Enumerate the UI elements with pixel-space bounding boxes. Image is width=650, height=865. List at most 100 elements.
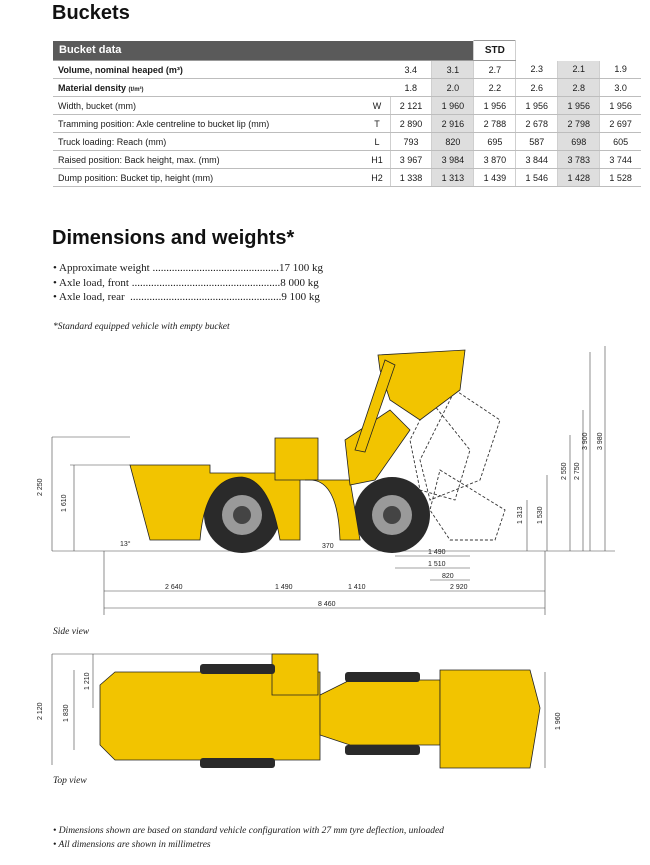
row-symbol: T [364,114,391,133]
front-wheel-icon [354,477,430,553]
cell-value: 2.2 [473,78,517,97]
svg-text:1 490: 1 490 [428,549,446,556]
bucket-data-table: Bucket data STD Volume, nominal heaped (… [53,40,641,187]
svg-text:820: 820 [442,573,454,580]
cell-value: 695 [473,132,517,151]
svg-text:1 210: 1 210 [84,672,91,690]
top-view-dimensions: 2 120 1 830 1 210 1 960 [37,672,562,730]
cell-value: 2 890 [390,114,433,133]
cell-value: 1 956 [515,96,559,115]
weight-item: • Approximate weight ...................… [53,262,323,274]
side-view-caption: Side view [53,627,90,637]
svg-text:2 550: 2 550 [561,462,568,480]
cell-value: 1 960 [431,96,475,115]
row-label: Volume, nominal heaped (m³) [53,60,390,79]
weights-list: • Approximate weight ...................… [53,261,323,305]
cell-value: 1 956 [557,96,601,115]
cell-value: 820 [431,132,475,151]
cell-value: 605 [599,132,641,151]
svg-text:1 490: 1 490 [275,584,293,591]
cell-value: 2 798 [557,114,601,133]
svg-text:2 120: 2 120 [37,702,44,720]
cell-value: 1 313 [431,168,475,187]
svg-text:2 640: 2 640 [165,584,183,591]
row-label: Width, bucket (mm) [53,96,365,115]
cell-value: 587 [515,132,559,151]
svg-text:13°: 13° [120,540,131,548]
svg-text:1 610: 1 610 [61,494,68,512]
side-view-drawing: 2 250 1 610 13° 370 1 490 1 510 820 2 64… [37,346,615,615]
standard-vehicle-note: *Standard equipped vehicle with empty bu… [53,322,230,332]
cell-value: 3 844 [515,150,559,169]
cell-value: 3.4 [390,60,433,79]
cell-value: 3 984 [431,150,475,169]
row-label: Tramming position: Axle centreline to bu… [53,114,365,133]
footnote: • Dimensions shown are based on standard… [53,826,444,836]
cell-value: 1.8 [390,78,433,97]
cell-value: 2.8 [557,78,601,97]
svg-text:2 920: 2 920 [450,584,468,591]
weight-item: • Axle load, rear ......................… [53,291,320,303]
rear-wheel-icon [204,477,280,553]
svg-text:1 830: 1 830 [63,704,70,722]
svg-text:3 980: 3 980 [597,432,604,450]
row-symbol: H2 [364,168,391,187]
dimensions-weights-title: Dimensions and weights* [52,227,295,249]
cell-value: 3 967 [390,150,433,169]
std-column-header: STD [473,40,517,61]
cell-value: 2 916 [431,114,475,133]
row-symbol: L [364,132,391,151]
cell-value: 2 678 [515,114,559,133]
cell-value: 3 870 [473,150,517,169]
svg-text:1 410: 1 410 [348,584,366,591]
cell-value: 2.7 [473,60,517,79]
cell-value: 1.9 [599,60,641,79]
svg-text:1 530: 1 530 [537,506,544,524]
row-symbol: H1 [364,150,391,169]
cell-value: 1 956 [599,96,641,115]
cell-value: 2.3 [515,60,559,79]
cell-value: 793 [390,132,433,151]
row-label: Material density (t/m³) [53,78,390,97]
cell-value: 1 528 [599,168,641,187]
cell-value: 2 697 [599,114,641,133]
table-row: Dump position: Bucket tip, height (mm)H2… [53,168,641,187]
svg-text:2 250: 2 250 [37,478,44,496]
cell-value: 2.6 [515,78,559,97]
table-header-label: Bucket data [53,40,475,61]
top-view-drawing: 2 120 1 830 1 210 1 960 [37,653,562,769]
row-symbol: W [364,96,391,115]
row-label: Raised position: Back height, max. (mm) [53,150,365,169]
table-header-row: Bucket data STD [53,40,641,61]
buckets-title: Buckets [52,2,130,24]
cell-value: 3 744 [599,150,641,169]
cell-value: 3 783 [557,150,601,169]
table-row: Raised position: Back height, max. (mm)H… [53,150,641,169]
cell-value: 2.0 [431,78,475,97]
cell-value: 3.1 [431,60,475,79]
footnote: • All dimensions are shown in millimetre… [53,840,211,850]
cell-value: 698 [557,132,601,151]
svg-text:8 460: 8 460 [318,601,336,608]
svg-text:1 960: 1 960 [555,712,562,730]
row-label: Dump position: Bucket tip, height (mm) [53,168,365,187]
row-label: Truck loading: Reach (mm) [53,132,365,151]
cell-value: 2 788 [473,114,517,133]
cell-value: 2 121 [390,96,433,115]
cell-value: 1 428 [557,168,601,187]
table-row: Tramming position: Axle centreline to bu… [53,114,641,133]
weight-item: • Axle load, front .....................… [53,276,319,289]
svg-text:1 313: 1 313 [517,506,524,524]
side-view-dimensions: 2 250 1 610 13° 370 1 490 1 510 820 2 64… [37,432,604,608]
svg-text:2 750: 2 750 [574,462,581,480]
svg-text:1 510: 1 510 [428,561,446,568]
top-view-caption: Top view [53,776,87,786]
cell-value: 1 439 [473,168,517,187]
svg-text:3 900: 3 900 [582,432,589,450]
cell-value: 1 956 [473,96,517,115]
cell-value: 2.1 [557,60,601,79]
